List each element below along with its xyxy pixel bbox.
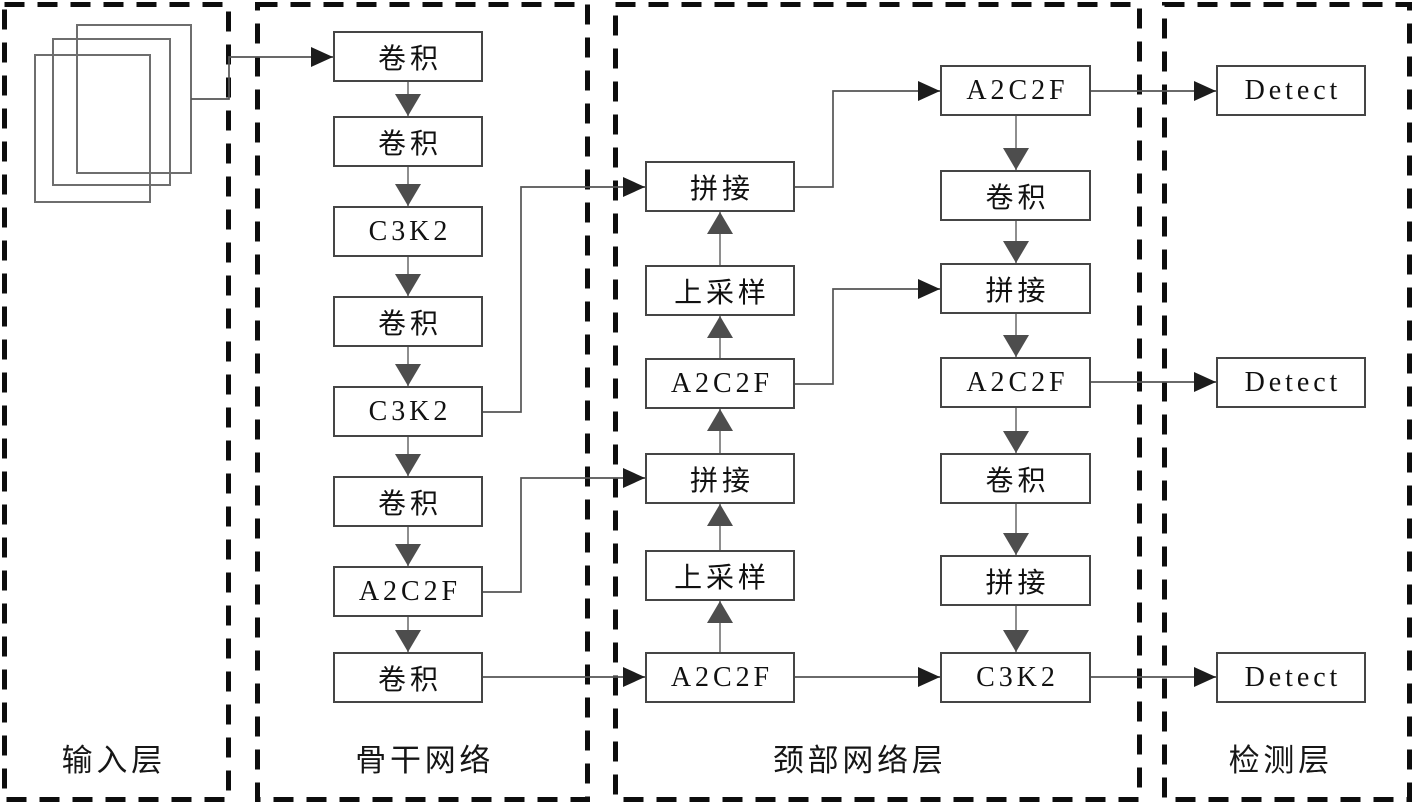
node-neck-concat-2: 拼接 bbox=[645, 453, 795, 504]
node-backbone-conv-2: 卷积 bbox=[333, 116, 483, 167]
edge-c3k2a-to-conv3-arrowhead bbox=[395, 274, 421, 296]
node-neck-a2c2f-1: A2C2F bbox=[645, 358, 795, 409]
section-input-border bbox=[2, 2, 231, 802]
node-detect-2: Detect bbox=[1216, 357, 1366, 408]
node-head-concat-1: 拼接 bbox=[940, 263, 1091, 314]
edge-head-a2c2f2-to-conv2-arrowhead bbox=[1003, 431, 1029, 453]
edge-conv3-to-c3k2b-arrowhead bbox=[395, 364, 421, 386]
node-detect-3: Detect bbox=[1216, 652, 1366, 703]
section-backbone-border bbox=[255, 2, 590, 802]
edge-a2c2f1-to-head-concat1 bbox=[795, 288, 940, 385]
edge-a2c2fb-to-concat2-arrowhead bbox=[623, 468, 645, 488]
edge-a2c2f-to-conv5-arrowhead bbox=[395, 630, 421, 652]
section-detect-border bbox=[1162, 2, 1412, 802]
node-head-a2c2f-1: A2C2F bbox=[940, 65, 1091, 116]
node-neck-a2c2f-2: A2C2F bbox=[645, 652, 795, 703]
edge-a2c2fb-to-concat2 bbox=[483, 477, 645, 593]
edge-head-concat1-to-a2c2f2-arrowhead bbox=[1003, 335, 1029, 357]
node-neck-upsample-1: 上采样 bbox=[645, 265, 795, 316]
edge-input-to-conv1-arrowhead bbox=[311, 47, 333, 67]
edge-c3k2b-to-conv4-arrowhead bbox=[395, 454, 421, 476]
section-label-detect-layer: 检测层 bbox=[1228, 743, 1333, 778]
node-head-conv-2: 卷积 bbox=[940, 453, 1091, 504]
input-image-2 bbox=[52, 38, 171, 186]
edge-conv2-to-c3k2a-arrowhead bbox=[395, 184, 421, 206]
node-head-a2c2f-2: A2C2F bbox=[940, 357, 1091, 408]
edge-input-to-conv1 bbox=[191, 56, 333, 100]
node-neck-upsample-2: 上采样 bbox=[645, 550, 795, 601]
input-image-3 bbox=[34, 54, 151, 203]
node-head-conv-1: 卷积 bbox=[940, 170, 1091, 221]
node-backbone-conv-1: 卷积 bbox=[333, 31, 483, 82]
edge-head-a2c2f2-to-detect2-arrowhead bbox=[1194, 372, 1216, 392]
edge-head-a2c2f1-to-conv1-arrowhead bbox=[1003, 148, 1029, 170]
edge-neck-a2c2f2-to-upsample2-arrowhead bbox=[707, 601, 733, 623]
edge-head-c3k2-to-detect3-arrowhead bbox=[1194, 667, 1216, 687]
node-backbone-conv-4: 卷积 bbox=[333, 476, 483, 527]
edge-c3k2b-to-concat1-arrowhead bbox=[623, 177, 645, 197]
edge-conv1-to-conv2-arrowhead bbox=[395, 94, 421, 116]
edge-upsample2-to-concat2-arrowhead bbox=[707, 504, 733, 526]
edge-head-a2c2f1-to-detect1-arrowhead bbox=[1194, 81, 1216, 101]
edge-a2c2f2-to-head-c3k2-arrowhead bbox=[918, 667, 940, 687]
node-detect-1: Detect bbox=[1216, 65, 1366, 116]
edge-head-conv2-to-concat2-arrowhead bbox=[1003, 533, 1029, 555]
edge-head-concat2-to-c3k2-arrowhead bbox=[1003, 630, 1029, 652]
node-backbone-c3k2-1: C3K2 bbox=[333, 206, 483, 257]
edge-concat2-to-a2c2f1-arrowhead bbox=[707, 409, 733, 431]
edge-upsample1-to-concat1-arrowhead bbox=[707, 212, 733, 234]
node-backbone-a2c2f: A2C2F bbox=[333, 566, 483, 617]
node-backbone-c3k2-2: C3K2 bbox=[333, 386, 483, 437]
edge-concat1-to-head-a2c2f1-arrowhead bbox=[918, 81, 940, 101]
node-backbone-conv-5: 卷积 bbox=[333, 652, 483, 703]
edge-a2c2f1-to-head-concat1-arrowhead bbox=[918, 279, 940, 299]
section-label-neck: 颈部网络层 bbox=[772, 743, 947, 778]
edge-c3k2b-to-concat1 bbox=[483, 186, 645, 413]
edge-conv4-to-a2c2f-arrowhead bbox=[395, 544, 421, 566]
node-head-c3k2: C3K2 bbox=[940, 652, 1091, 703]
section-label-input-layer: 输入层 bbox=[61, 743, 166, 778]
edge-a2c2f1-to-upsample1-arrowhead bbox=[707, 316, 733, 338]
node-backbone-conv-3: 卷积 bbox=[333, 296, 483, 347]
edge-concat1-to-head-a2c2f1 bbox=[795, 90, 940, 188]
section-label-backbone: 骨干网络 bbox=[355, 743, 495, 778]
node-neck-concat-1: 拼接 bbox=[645, 161, 795, 212]
edge-head-conv1-to-concat1-arrowhead bbox=[1003, 241, 1029, 263]
node-head-concat-2: 拼接 bbox=[940, 555, 1091, 606]
edge-conv5-to-neck-a2c2f2-arrowhead bbox=[623, 667, 645, 687]
